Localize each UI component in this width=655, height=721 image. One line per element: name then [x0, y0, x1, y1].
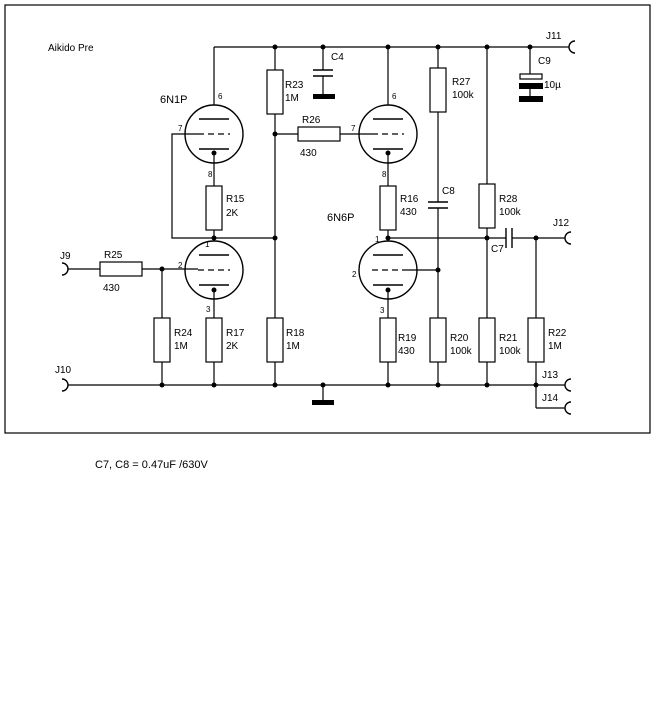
- r28-value: 100k: [499, 207, 522, 218]
- resistor-r17: R17 2K: [205, 317, 245, 363]
- tube-v2-label: 6N6P: [327, 212, 355, 224]
- pin-label: 3: [206, 305, 211, 314]
- r18-name: R18: [286, 328, 305, 339]
- capacitor-note: C7, C8 = 0.47uF /630V: [95, 459, 208, 471]
- pin-label: 2: [352, 270, 357, 279]
- r16-name: R16: [400, 194, 419, 205]
- pin-label: 6: [392, 92, 397, 101]
- connector-j13: J13: [542, 370, 572, 392]
- c4-name: C4: [331, 52, 344, 63]
- r15-name: R15: [226, 194, 245, 205]
- connector-j9: J9: [60, 251, 71, 276]
- j13-label: J13: [542, 370, 559, 381]
- c9-value: 10µ: [544, 80, 561, 91]
- r24-name: R24: [174, 328, 193, 339]
- r26-name: R26: [302, 115, 321, 126]
- r15-value: 2K: [226, 208, 239, 219]
- resistor-r21: R21 100k: [478, 317, 522, 363]
- r20-value: 100k: [450, 346, 473, 357]
- pin-label: 2: [178, 261, 183, 270]
- connector-j10: J10: [55, 365, 72, 392]
- resistor-r27: R27 100k: [429, 67, 475, 113]
- resistor-r22: R22 1M: [527, 317, 567, 363]
- r22-name: R22: [548, 328, 567, 339]
- r19-name: R19: [398, 333, 417, 344]
- connector-j11: J11: [546, 31, 576, 54]
- r21-name: R21: [499, 333, 518, 344]
- tube-v1-label: 6N1P: [160, 94, 188, 106]
- r23-value: 1M: [285, 93, 299, 104]
- pin-label: 6: [218, 92, 223, 101]
- resistor-r25: R25 430: [99, 250, 143, 294]
- resistor-r28: R28 100k: [478, 183, 522, 229]
- r27-name: R27: [452, 77, 471, 88]
- r20-name: R20: [450, 333, 469, 344]
- capacitor-c9: C9 10µ: [519, 47, 561, 102]
- connector-j14: J14: [535, 385, 572, 415]
- schematic-frame: [4, 4, 651, 434]
- r17-name: R17: [226, 328, 245, 339]
- capacitor-c4: C4: [313, 47, 344, 99]
- resistor-r19: R19 430: [379, 317, 417, 363]
- pin-label: 7: [178, 124, 183, 133]
- resistor-r26: R26 430: [297, 115, 341, 159]
- r28-name: R28: [499, 194, 518, 205]
- r27-value: 100k: [452, 90, 475, 101]
- ground-symbol: [312, 400, 334, 405]
- capacitor-c7: C7: [491, 228, 513, 255]
- r16-value: 430: [400, 207, 417, 218]
- resistor-r16: R16 430: [379, 185, 419, 231]
- resistor-r20: R20 100k: [429, 317, 473, 363]
- connector-j12: J12: [553, 218, 572, 245]
- r21-value: 100k: [499, 346, 522, 357]
- r25-name: R25: [104, 250, 123, 261]
- resistor-r15: R15 2K: [205, 185, 245, 231]
- pin-label: 1: [375, 235, 380, 244]
- capacitor-c8: C8: [428, 186, 455, 209]
- r24-value: 1M: [174, 341, 188, 352]
- c8-name: C8: [442, 186, 455, 197]
- j12-label: J12: [553, 218, 570, 229]
- pin-label: 8: [208, 170, 213, 179]
- j14-label: J14: [542, 393, 559, 404]
- j9-label: J9: [60, 251, 71, 262]
- c9-name: C9: [538, 56, 551, 67]
- r25-value: 430: [103, 283, 120, 294]
- r23-name: R23: [285, 80, 304, 91]
- pin-label: 1: [205, 240, 210, 249]
- resistor-r18: R18 1M: [266, 317, 305, 363]
- j10-label: J10: [55, 365, 72, 376]
- c7-name: C7: [491, 244, 504, 255]
- r19-value: 430: [398, 346, 415, 357]
- j11-label: J11: [546, 31, 562, 42]
- resistor-r23: R23 1M: [266, 69, 304, 115]
- pin-label: 7: [351, 124, 356, 133]
- r18-value: 1M: [286, 341, 300, 352]
- r17-value: 2K: [226, 341, 239, 352]
- r22-value: 1M: [548, 341, 562, 352]
- schematic-title: Aikido Pre: [48, 43, 94, 54]
- pin-label: 8: [382, 170, 387, 179]
- r26-value: 430: [300, 148, 317, 159]
- resistor-r24: R24 1M: [153, 317, 193, 363]
- pin-label: 3: [380, 306, 385, 315]
